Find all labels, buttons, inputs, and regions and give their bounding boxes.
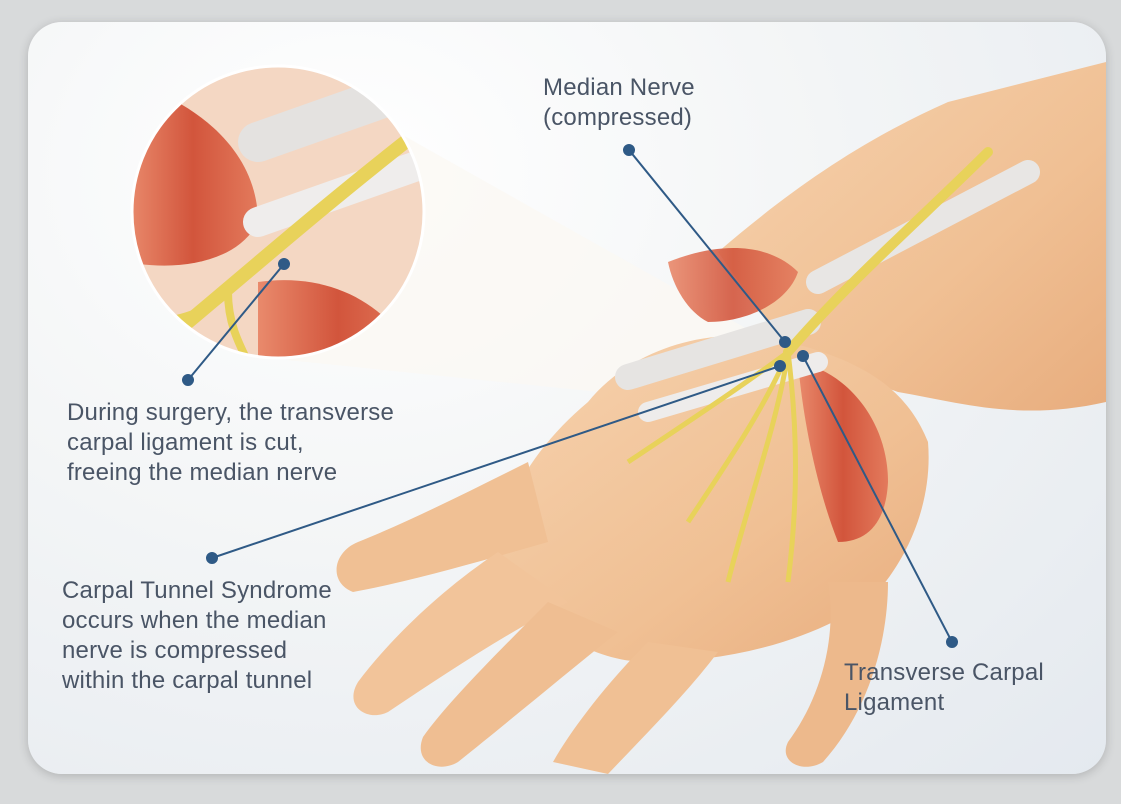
finger-ring: [420, 602, 618, 767]
leader-dot: [623, 144, 635, 156]
leader-dot: [278, 258, 290, 270]
leader-carpal-tunnel: [211, 365, 781, 559]
hand-illustration: [130, 62, 1106, 774]
leader-dot: [946, 636, 958, 648]
tendon-1: [615, 309, 821, 390]
thenar-muscle: [798, 362, 888, 542]
forearm-muscle: [668, 248, 798, 322]
finger-middle: [353, 552, 568, 716]
transverse-carpal-ligament-label: Transverse Carpal Ligament: [844, 659, 1044, 716]
leader-surgery: [187, 263, 285, 381]
leader-dot: [797, 350, 809, 362]
diagram-card: [28, 22, 1106, 774]
nerve-branch-1: [626, 349, 790, 465]
thumb: [785, 582, 888, 767]
leader-dot: [774, 360, 786, 372]
leader-ligament: [802, 355, 953, 643]
nerve-branch-3: [725, 351, 791, 583]
finger-index: [336, 462, 548, 592]
leader-dot: [779, 336, 791, 348]
leader-dot: [206, 552, 218, 564]
leader-median-nerve: [628, 149, 786, 343]
leader-dot: [182, 374, 194, 386]
median-nerve-label: Median Nerve (compressed): [543, 74, 695, 131]
median-nerve: [783, 147, 993, 357]
finger-little: [553, 642, 718, 774]
tendon-3: [806, 160, 1040, 294]
surgery-label: During surgery, the transverse carpal li…: [67, 399, 395, 486]
nerve-branch-4: [785, 351, 798, 583]
inset-circle-border: [130, 64, 426, 360]
carpal-tunnel-label: Carpal Tunnel Syndrome occurs when the m…: [62, 577, 332, 694]
